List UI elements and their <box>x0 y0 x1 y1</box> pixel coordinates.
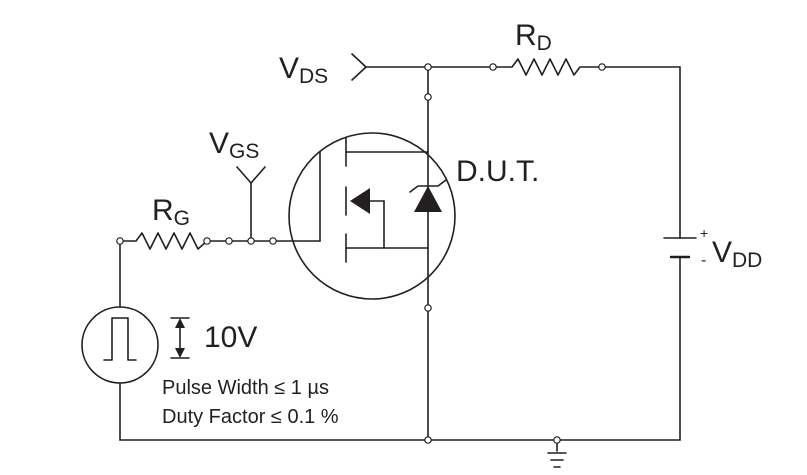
mosfet-dut <box>288 132 456 300</box>
resistor-rd <box>492 58 603 76</box>
dut-label: D.U.T. <box>456 155 539 188</box>
duty-factor-note: Duty Factor ≤ 0.1 % <box>162 406 339 428</box>
pulse-width-note: Pulse Width ≤ 1 µs <box>162 377 329 399</box>
vdd-minus-sign: - <box>701 252 706 269</box>
vgs-label: VGS <box>209 127 259 163</box>
amplitude-arrow <box>170 317 190 359</box>
pulse-generator <box>81 306 159 384</box>
vdd-label: VDD <box>712 236 762 272</box>
ground-symbol <box>547 452 567 468</box>
circuit-nodes <box>116 63 606 444</box>
vdd-battery <box>663 237 697 259</box>
vdd-plus-sign: + <box>700 225 708 241</box>
resistor-rg <box>119 232 208 250</box>
pulse-amplitude-label: 10V <box>204 321 257 354</box>
vds-terminal-arrow <box>351 53 367 81</box>
vgs-terminal <box>236 166 266 184</box>
rg-label: RG <box>152 194 190 230</box>
vds-label: VDS <box>279 52 328 88</box>
circuit-wires <box>119 66 681 452</box>
rd-label: RD <box>515 19 552 55</box>
